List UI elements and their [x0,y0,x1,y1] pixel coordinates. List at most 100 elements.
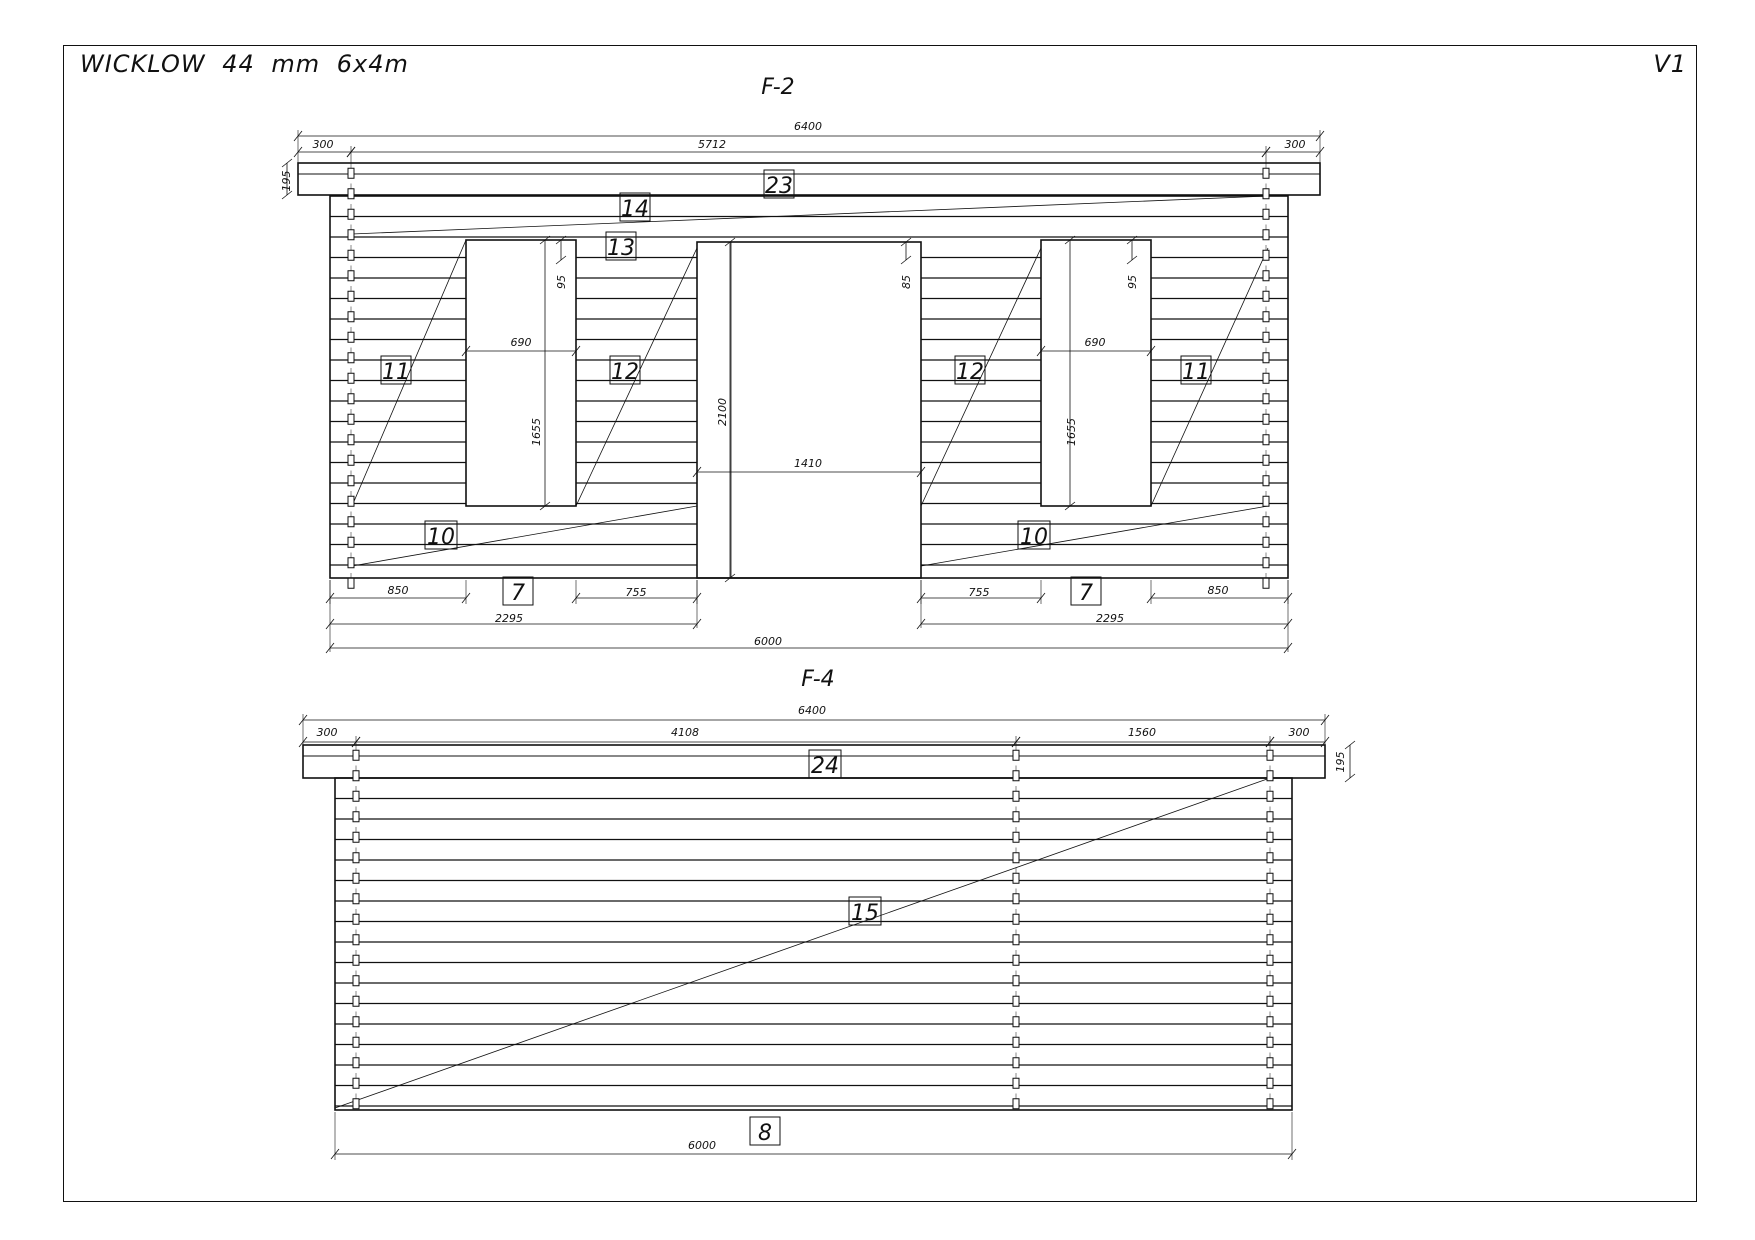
tag-box-f4-base [749,1116,781,1146]
f2-corner-connector-left [347,167,355,179]
f2-corner-connector-right [1262,331,1270,343]
f4-connector-mid [1012,1057,1020,1069]
f4-connector-mid [1012,913,1020,925]
f2-dim-line-roof-height-tick [281,190,293,200]
f4-connector-right [1266,1077,1274,1089]
f4-connector-right [1266,1016,1274,1028]
f4-connector-mid [1012,1016,1020,1028]
tag-box-f4-wall [848,896,882,926]
f4-connector-mid [1012,811,1020,823]
tag-f2-left-low: 10 [427,525,455,550]
f2-corner-connector-right [1262,495,1270,507]
tag-f4-base: 8 [758,1121,772,1146]
tag-box-right-wall [1180,355,1212,385]
f4-connector-mid [1012,852,1020,864]
f2-dim-line-door-width-tick [692,466,702,478]
f4-connector-right [1266,749,1274,761]
f4-connector-mid [1012,995,1020,1007]
f4-dim-overall-wall: 6000 [688,1139,716,1152]
f2-corner-connector-right [1262,311,1270,323]
f4-connector-right [1266,954,1274,966]
f2-dim-overall-roof: 6400 [794,120,822,133]
tag-box-left-mid [609,355,641,385]
f2-dim-seg-left: 2295 [495,612,523,625]
f2-dim-bottom-right-1: 755 [969,586,990,599]
tag-box-right-mid [954,355,986,385]
f2-corner-connector-left [347,577,355,589]
f4-leader-wall [334,777,1271,1109]
f2-dim-door-width: 1410 [794,457,822,470]
f2-corner-connector-left [347,434,355,446]
f4-connector-mid [1012,975,1020,987]
f4-dim-span-1: 4108 [671,726,699,739]
f4-dim-overall-roof: 6400 [798,704,826,717]
f4-connector-right [1266,913,1274,925]
f2-corner-connector-left [347,352,355,364]
f4-connector-right [1266,770,1274,782]
f4-connector-left [352,811,360,823]
f4-connector-left [352,872,360,884]
f2-corner-connector-right [1262,167,1270,179]
f4-connector-left [352,831,360,843]
f2-dim-bottom-left-1: 850 [388,584,409,597]
f4-connector-mid [1012,893,1020,905]
f2-dim-door-top: 85 [900,275,913,289]
f2-corner-connector-left [347,290,355,302]
f2-dim-line-win-left-width-tick [571,345,581,357]
f4-connector-mid [1012,770,1020,782]
f4-connector-right [1266,995,1274,1007]
f2-dim-win-left-width: 690 [511,336,532,349]
f2-window-left [465,239,577,507]
f2-dim-win-left-height: 1655 [530,418,543,446]
drawing-frame [63,45,1697,1202]
tag-f2-right-base: 7 [1079,581,1093,606]
f2-dim-seg-right: 2295 [1096,612,1124,625]
f2-dim-line-win-right-width-tick [1146,345,1156,357]
f4-connector-right [1266,975,1274,987]
f2-leader-top [351,195,1269,235]
f4-dim-span-2: 1560 [1128,726,1156,739]
tag-f2-lintel: 13 [607,236,635,261]
tag-f2-right-low: 10 [1020,525,1048,550]
f4-connector-left [352,934,360,946]
f4-connector-right [1266,852,1274,864]
f2-corner-connector-right [1262,229,1270,241]
f2-dim-line-win-left-height-tick [539,501,551,511]
f2-corner-connector-right [1262,413,1270,425]
tag-f2-roof: 23 [765,174,793,199]
f4-connector-right [1266,1098,1274,1110]
f4-wall-outline [334,777,1293,1111]
f2-corner-connector-right [1262,475,1270,487]
f2-corner-connector-right [1262,270,1270,282]
f2-dim-line-win-right-top-tick [1126,255,1138,265]
f2-dim-win-right-height: 1655 [1065,418,1078,446]
f4-connector-mid [1012,1036,1020,1048]
tag-box-right-base [1070,576,1102,606]
f2-dim-win-right-width: 690 [1085,336,1106,349]
f4-connector-left [352,995,360,1007]
f2-corner-connector-left [347,188,355,200]
f4-connector-mid [1012,872,1020,884]
f2-leader-left-low [351,505,698,567]
f4-connector-mid [1012,1098,1020,1110]
tag-box-left-base [502,576,534,606]
tag-f2-left-base: 7 [511,581,525,606]
f2-dim-line-door-height-tick [724,237,736,247]
tag-box-left-low [424,520,458,550]
f4-connector-mid [1012,954,1020,966]
tag-f2-right-wall: 11 [1182,360,1210,385]
tag-box-right-low [1017,520,1051,550]
f2-corner-connector-right [1262,249,1270,261]
f2-corner-connector-right [1262,372,1270,384]
f4-connector-left [352,749,360,761]
f2-corner-connector-right [1262,434,1270,446]
f4-connector-mid [1012,934,1020,946]
linework [281,130,1356,1160]
f2-dim-line-door-height-tick [724,573,736,583]
f4-connector-left [352,913,360,925]
f2-dim-line-win-left-width-tick [461,345,471,357]
f2-dim-door-height: 2100 [716,398,729,426]
f2-dim-line-win-left-top-tick [555,235,567,245]
f4-connector-left [352,1016,360,1028]
f2-window-right [1040,239,1152,507]
